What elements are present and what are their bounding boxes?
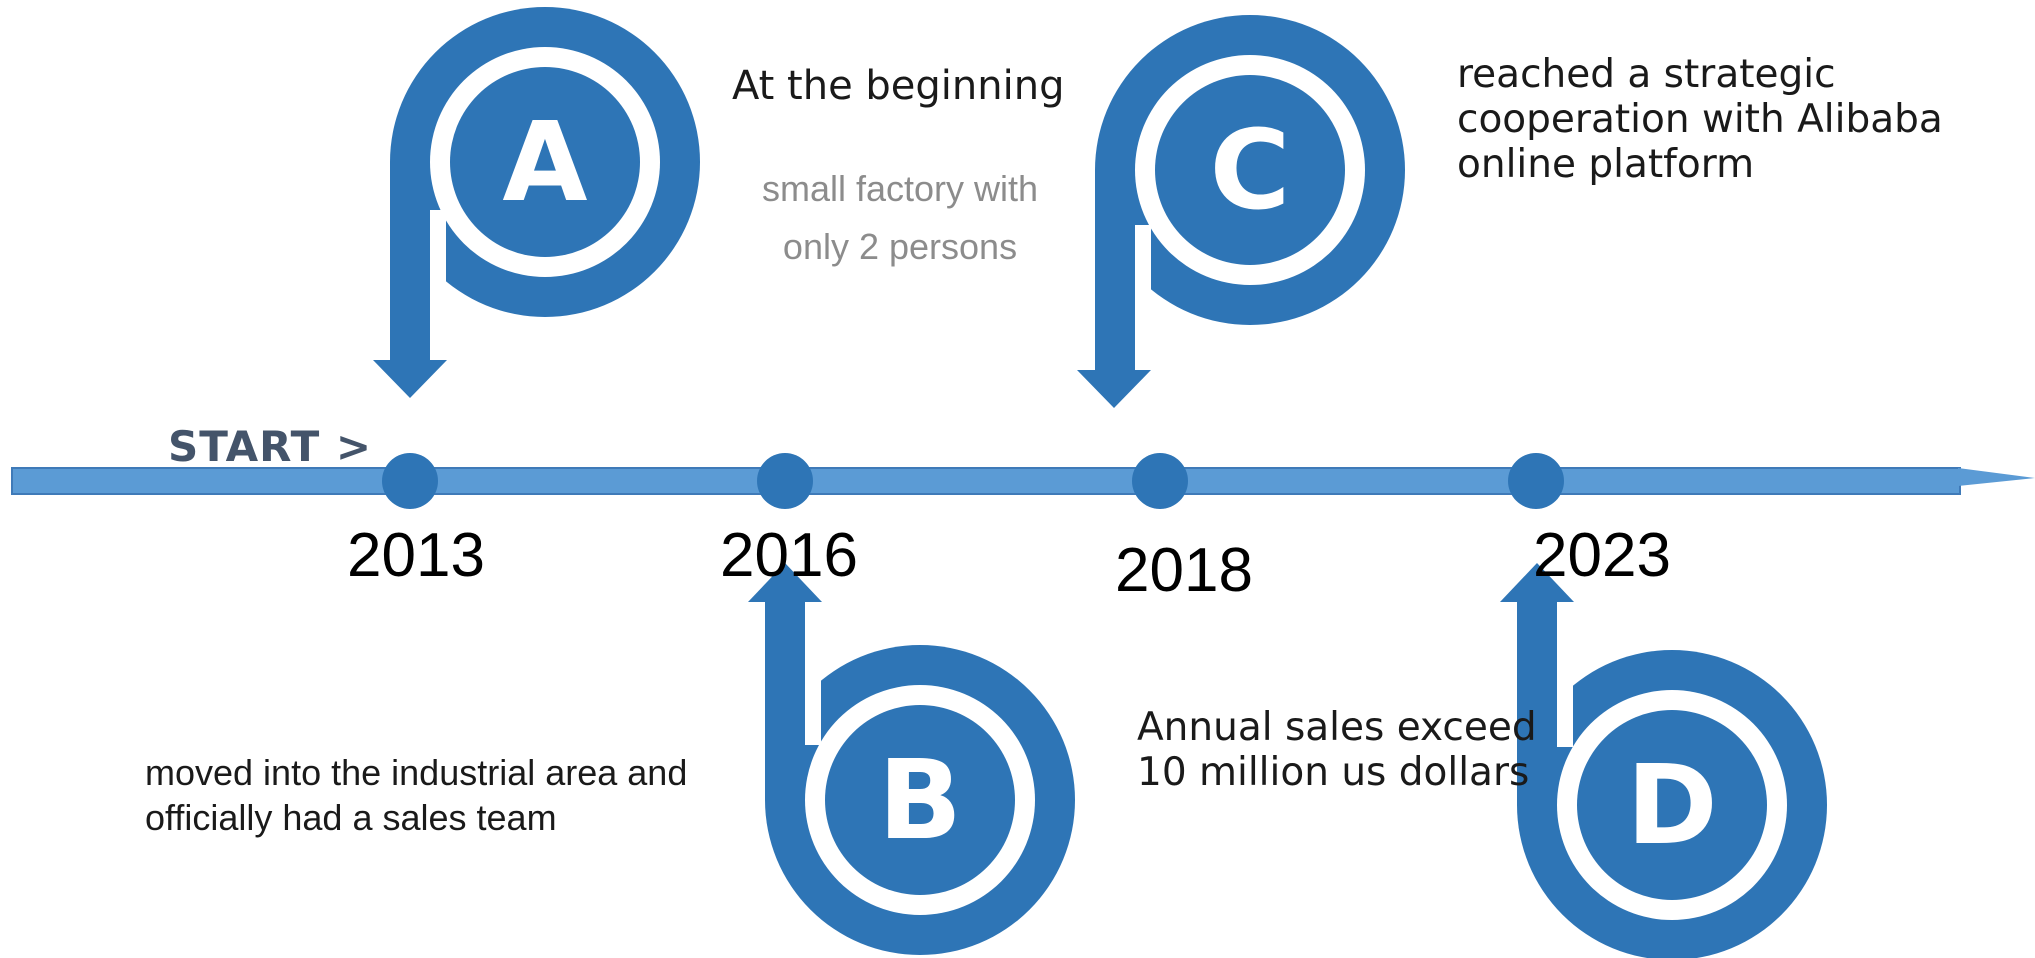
- timeline-arrowhead: [1958, 468, 2035, 486]
- arrow-up-icon: [1500, 563, 1574, 602]
- year-label-2018: 2018: [1115, 536, 1253, 605]
- year-label-2016: 2016: [720, 521, 858, 590]
- start-label: START >: [168, 422, 373, 471]
- badge-d: D: [1500, 563, 1827, 958]
- badge-c-letter: C: [1210, 106, 1291, 234]
- milestone-c-description: reached a strategic cooperation with Ali…: [1457, 52, 1943, 187]
- badge-b-letter: B: [878, 736, 962, 864]
- timeline-bar: [11, 467, 1961, 495]
- arrow-up-icon: [748, 563, 822, 602]
- badge-a: A: [373, 7, 700, 398]
- badge-a-letter: A: [502, 98, 587, 226]
- arrow-down-icon: [373, 360, 447, 398]
- milestone-b-description: moved into the industrial area and offic…: [145, 752, 688, 838]
- milestone-a-note: small factory with only 2 persons: [761, 168, 1039, 267]
- badge-d-letter: D: [1626, 741, 1717, 869]
- year-label-2023: 2023: [1533, 521, 1671, 590]
- badge-b: B: [748, 563, 1075, 955]
- badge-c: C: [1077, 15, 1405, 408]
- milestone-d-description: Annual sales exceed 10 million us dollar…: [1137, 705, 1537, 795]
- milestone-a-heading: At the beginning: [732, 63, 1065, 109]
- arrow-down-icon: [1077, 370, 1151, 408]
- timeline-dot-2023: [1508, 453, 1564, 509]
- timeline-dot-2018: [1132, 453, 1188, 509]
- year-label-2013: 2013: [347, 521, 485, 590]
- timeline-dot-2016: [757, 453, 813, 509]
- timeline-dot-2013: [382, 453, 438, 509]
